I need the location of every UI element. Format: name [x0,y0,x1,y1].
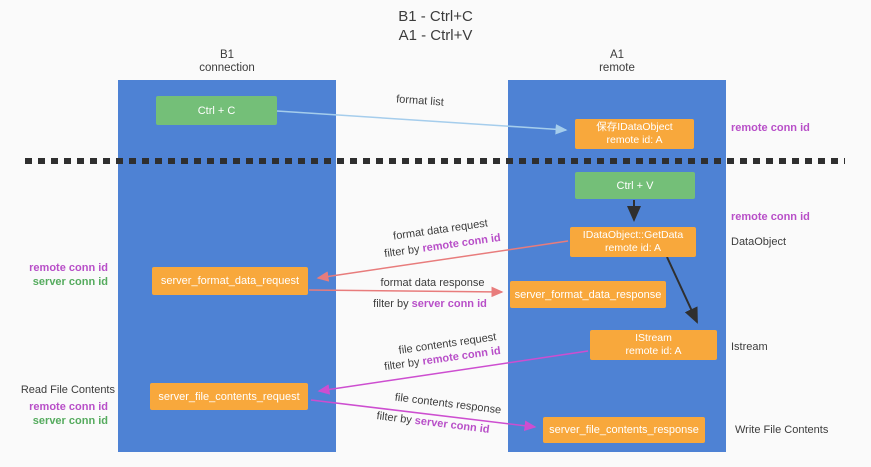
ctrl-v-label: Ctrl + V [616,179,654,192]
node-ctrl-v: Ctrl + V [575,172,695,199]
node-server-file-contents-response: server_file_contents_response [543,417,705,443]
title-line-1: B1 - Ctrl+C [398,8,473,25]
column-b1-name: B1 [219,49,235,61]
left-remote-conn-id-mid: remote conn id [29,262,108,274]
column-header-a1: A1 remote [508,49,726,75]
node-istream: IStream remote id: A [590,330,717,360]
filter-by-server-conn-id-label-1: filter by server conn id [355,298,505,310]
istream-line2: remote id: A [625,345,682,357]
title-line-2: A1 - Ctrl+V [398,27,473,44]
node-server-format-data-request: server_format_data_request [152,267,308,295]
right-remote-conn-id-mid: remote conn id [731,211,810,223]
server-file-contents-request-label: server_file_contents_request [158,390,300,403]
diagram-title: B1 - Ctrl+C A1 - Ctrl+V [0,7,871,45]
filter-prefix: filter by [375,410,416,427]
filter-prefix: filter by [383,242,424,261]
getdata-line1: IDataObject::GetData [582,229,684,241]
server-format-data-response-label: server_format_data_response [514,288,662,301]
left-server-conn-id-bottom: server conn id [32,415,108,427]
ctrl-c-label: Ctrl + C [197,104,236,117]
format-data-response-arrow [308,286,504,298]
dashed-separator [25,158,845,164]
node-server-format-data-response: server_format_data_response [510,281,666,308]
server-conn-id-word: server conn id [411,298,487,310]
column-a1-name: A1 [609,49,625,61]
format-list-label: format list [395,93,445,109]
read-file-contents-label: Read File Contents [20,384,115,396]
istream-side-label: Istream [731,341,768,353]
column-a1-subtitle: remote [599,62,635,74]
server-conn-id-word: server conn id [414,414,491,436]
right-remote-conn-id-top: remote conn id [731,122,810,134]
node-getdata: IDataObject::GetData remote id: A [570,227,696,257]
filter-prefix: filter by [383,355,424,374]
node-ctrl-c: Ctrl + C [156,96,277,125]
istream-line1: IStream [635,332,672,344]
server-file-contents-response-label: server_file_contents_response [549,424,699,436]
getdata-line2: remote id: A [604,242,662,254]
node-server-file-contents-request: server_file_contents_request [150,383,308,410]
left-server-conn-id-mid: server conn id [32,276,108,288]
column-header-b1: B1 connection [118,49,336,75]
node-save-dataobject: 保存IDataObject remote id: A [575,119,694,149]
format-data-response-label: format data response [380,277,485,289]
left-remote-conn-id-bottom: remote conn id [29,401,108,413]
column-b1-subtitle: connection [199,62,255,74]
save-dataobject-line2: remote id: A [606,134,663,146]
server-format-data-request-label: server_format_data_request [160,275,300,287]
write-file-contents-label: Write File Contents [735,424,829,436]
dataobject-label: DataObject [731,236,787,248]
filter-prefix: filter by [373,298,412,310]
save-dataobject-line1: 保存IDataObject [596,121,673,133]
